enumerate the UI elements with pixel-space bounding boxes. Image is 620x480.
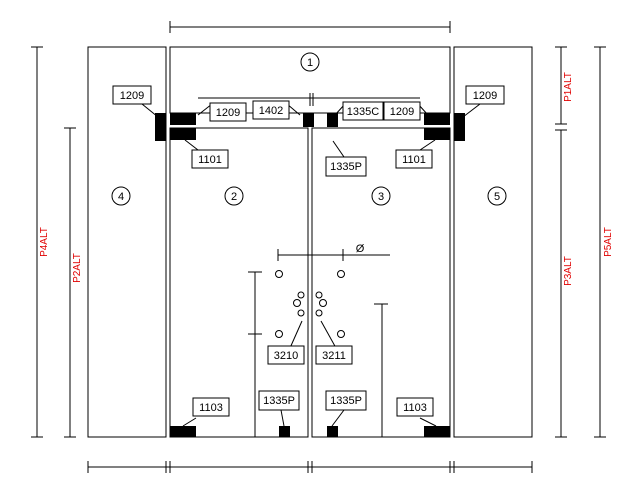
p4-dimension-line (31, 46, 43, 438)
part-label-3211: 3211 (315, 345, 353, 365)
p2-dimension-line (64, 127, 76, 438)
part-label-1402: 1402 (252, 100, 290, 120)
pivot-block-right (424, 128, 450, 140)
handle-hole (293, 299, 301, 307)
svg-text:1209: 1209 (216, 107, 240, 119)
pivot-block-left (170, 128, 196, 140)
diameter-symbol: Ø (356, 243, 365, 255)
bottom-hardware (170, 426, 450, 437)
part-label-1103-left: 1103 (192, 397, 230, 417)
handle-hole (315, 309, 323, 317)
panel-number-4: 4 (111, 186, 131, 206)
transom-reference-line (198, 93, 420, 106)
panel-4-outline (87, 46, 167, 438)
handle-hole (337, 270, 345, 278)
panel-number-3: 3 (371, 186, 391, 206)
p3-dimension-label: P3ALT (563, 256, 574, 286)
part-label-1335p-bottom-right: 1335P (325, 390, 367, 411)
svg-text:2: 2 (231, 191, 237, 203)
handle-reference-lines (248, 249, 390, 437)
hinge-block-left-outer (155, 113, 166, 141)
svg-text:1101: 1101 (402, 154, 426, 166)
handle-holes (275, 270, 345, 338)
top-hardware (155, 113, 465, 141)
svg-text:1209: 1209 (120, 90, 144, 102)
p1-dimension-label: P1ALT (563, 72, 574, 102)
bottom-patch-right (327, 426, 338, 437)
svg-text:1335P: 1335P (330, 161, 362, 173)
bottom-patch-left (279, 426, 290, 437)
svg-text:1402: 1402 (259, 105, 283, 117)
handle-hole (319, 299, 327, 307)
handle-hole (337, 330, 345, 338)
part-label-1209-right-outer: 1209 (465, 85, 505, 105)
part-label-1209-left-outer: 1209 (112, 85, 152, 105)
svg-text:5: 5 (494, 191, 500, 203)
part-label-1335c: 1335C (342, 101, 384, 121)
svg-text:3: 3 (378, 191, 384, 203)
hinge-block-right-outer (454, 113, 465, 141)
handle-hole (297, 309, 305, 317)
closer-block-center (327, 113, 338, 127)
panel-5-outline (453, 46, 533, 438)
hinge-block-right-top (424, 113, 450, 125)
part-label-1101-right: 1101 (395, 149, 433, 169)
svg-text:4: 4 (118, 191, 124, 203)
lock-block-center (303, 113, 314, 127)
svg-text:1335C: 1335C (347, 106, 379, 118)
p2-dimension-label: P2ALT (72, 253, 83, 283)
svg-text:1335P: 1335P (330, 395, 362, 407)
handle-hole (297, 291, 305, 299)
svg-text:1209: 1209 (390, 106, 414, 118)
part-label-1335p-top: 1335P (325, 156, 367, 177)
svg-text:1: 1 (307, 57, 313, 69)
p3-dimension-line (555, 129, 567, 438)
part-label-1335p-bottom-left: 1335P (258, 390, 300, 411)
panel-3-outline (311, 127, 451, 438)
handle-hole (275, 270, 283, 278)
svg-text:3211: 3211 (322, 350, 346, 362)
part-label-1103-right: 1103 (396, 397, 434, 417)
svg-text:1101: 1101 (198, 154, 222, 166)
p1-dimension-line (555, 46, 567, 125)
panel-number-1: 1 (300, 52, 320, 72)
bottom-pivot-left (170, 426, 196, 437)
svg-text:1103: 1103 (199, 402, 223, 414)
bottom-pivot-right (424, 426, 450, 437)
p5-dimension-line (594, 46, 606, 438)
panel-number-5: 5 (487, 186, 507, 206)
panel-number-2: 2 (224, 186, 244, 206)
part-label-1101-left: 1101 (191, 149, 229, 169)
top-dimension-line (169, 21, 451, 33)
handle-hole (315, 291, 323, 299)
part-label-3210: 3210 (267, 345, 305, 365)
svg-text:3210: 3210 (274, 350, 298, 362)
bottom-dimension-line (87, 461, 533, 473)
part-label-1209-right-inner: 1209 (383, 101, 421, 121)
svg-text:1335P: 1335P (263, 395, 295, 407)
p5-dimension-label: P5ALT (603, 227, 614, 257)
part-label-1209-left-inner: 1209 (209, 102, 247, 122)
hinge-block-left-top (170, 113, 196, 125)
svg-text:1103: 1103 (403, 402, 427, 414)
handle-hole (275, 330, 283, 338)
p4-dimension-label: P4ALT (39, 227, 50, 257)
svg-text:1209: 1209 (473, 90, 497, 102)
panel-2-outline (169, 127, 309, 438)
